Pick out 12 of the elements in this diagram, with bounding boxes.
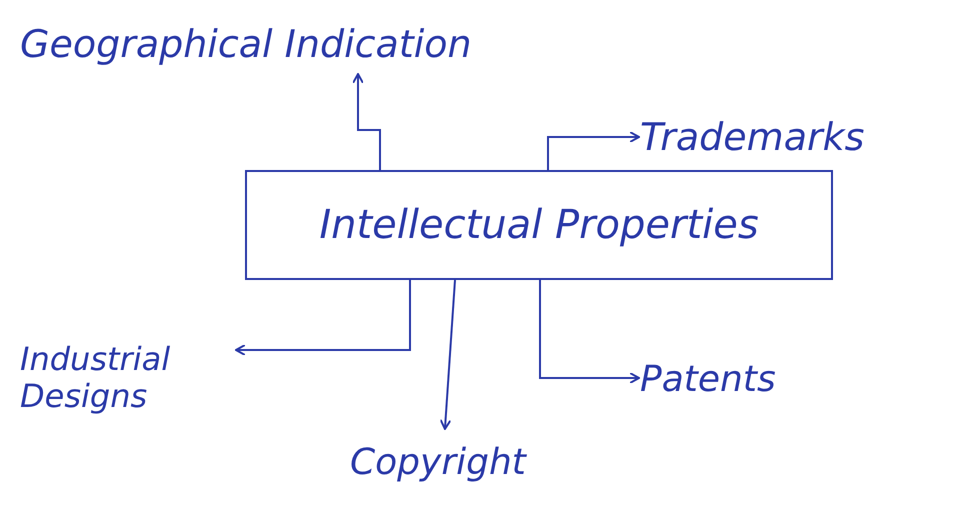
arrow xyxy=(352,73,381,170)
concept-box xyxy=(245,170,833,280)
node-label: Copyright xyxy=(350,442,526,484)
arrow xyxy=(539,280,640,384)
node-label: Trademarks xyxy=(640,116,864,160)
node-label: Intellectual Properties xyxy=(319,202,759,248)
node-label: Patents xyxy=(640,359,776,401)
arrow xyxy=(440,280,456,430)
arrow xyxy=(235,280,411,356)
node-label: Industrial Designs xyxy=(20,341,172,415)
arrow xyxy=(547,131,640,170)
node-label: Geographical Indication xyxy=(20,23,472,67)
